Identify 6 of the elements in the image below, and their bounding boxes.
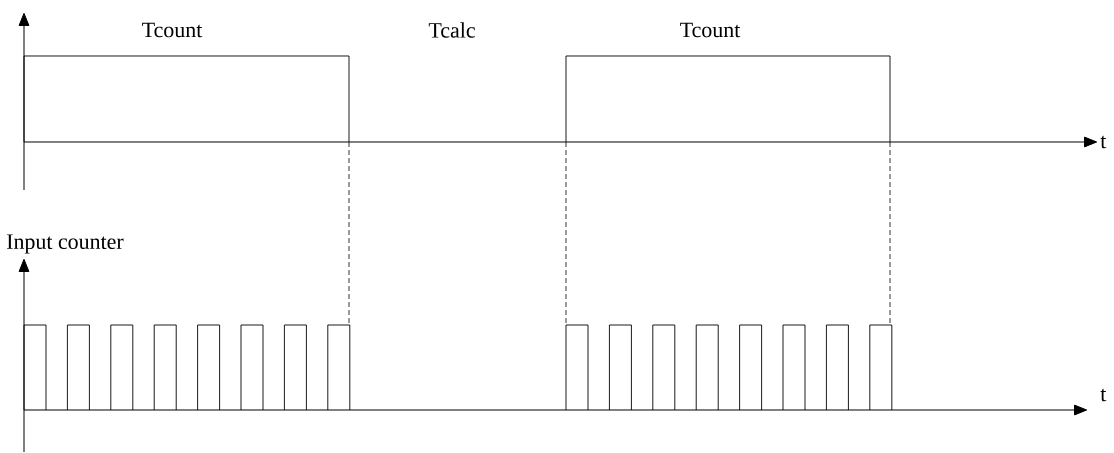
axis-label: Tcount <box>680 22 741 38</box>
axis-label: t <box>1100 388 1107 402</box>
axis-label: Tcount <box>142 22 203 38</box>
axis-label: Input counter <box>7 234 124 254</box>
axis-label: t <box>1100 135 1107 149</box>
axis-label: Tcalc <box>428 22 475 38</box>
